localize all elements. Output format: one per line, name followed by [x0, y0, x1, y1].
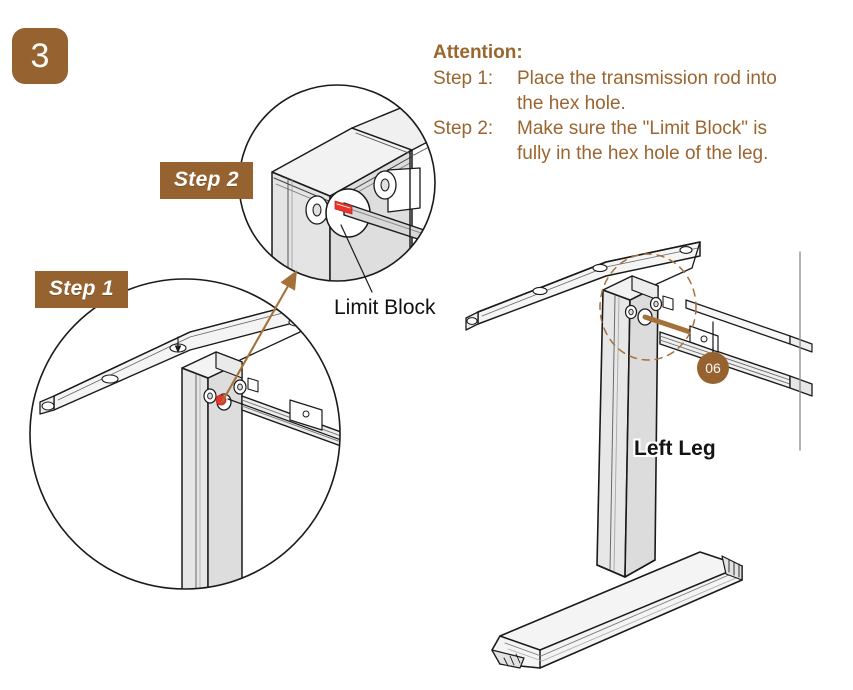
attention-step-1-line-2: the hex hole.	[517, 93, 626, 114]
step2-flag-label: Step 2	[160, 162, 253, 199]
step1-to-step2-arrow	[220, 270, 298, 404]
attention-step-2-row: Step 2: Make sure the "Limit Block" is f…	[433, 116, 843, 166]
left-leg-callout: Left Leg	[634, 437, 716, 460]
attention-step-2-line-2: fully in the hex hole of the leg.	[517, 143, 769, 164]
attention-step-1-line-1: Place the transmission rod into	[517, 68, 777, 89]
highlight-dashed-circle	[599, 253, 697, 361]
limit-block-callout: Limit Block	[334, 296, 436, 319]
step-number-badge: 3	[12, 28, 68, 84]
step1-flag-label: Step 1	[35, 271, 128, 308]
attention-step-1-row: Step 1: Place the transmission rod into …	[433, 66, 843, 116]
attention-step-1-text: Place the transmission rod into the hex …	[517, 66, 843, 116]
limit-block-leader	[340, 224, 373, 293]
attention-step-1-label: Step 1:	[433, 68, 494, 89]
attention-block: Attention: Step 1: Place the transmissio…	[433, 40, 843, 166]
step1-detail-content	[39, 299, 340, 589]
step1-detail-circle	[29, 278, 341, 590]
attention-step-2-line-1: Make sure the "Limit Block" is	[517, 118, 768, 139]
step2-detail-content	[271, 99, 435, 281]
attention-step-2-label: Step 2:	[433, 118, 494, 139]
main-assembly	[465, 241, 813, 669]
attention-title: Attention:	[433, 42, 523, 63]
part-number-badge: 06	[697, 352, 729, 384]
attention-step-2-text: Make sure the "Limit Block" is fully in …	[517, 116, 843, 166]
